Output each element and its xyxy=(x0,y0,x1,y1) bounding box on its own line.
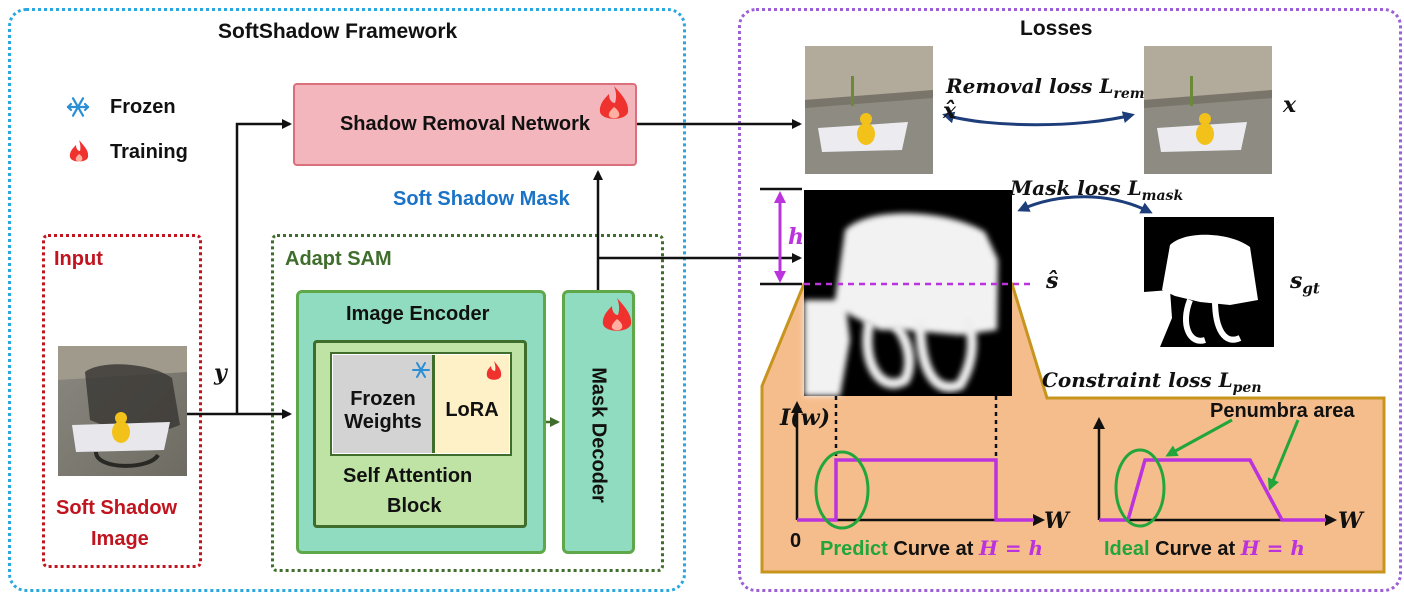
constraint-loss-subscript: pen xyxy=(1232,380,1262,396)
shadow-removal-network-label: Shadow Removal Network xyxy=(339,113,591,135)
ideal-word: Ideal xyxy=(1104,538,1150,560)
right-caption-math: H = h xyxy=(1240,536,1305,560)
s-hat-label: ŝ xyxy=(1046,268,1059,294)
s-gt-subscript: gt xyxy=(1302,279,1320,298)
frozen-weights-snowflake-icon xyxy=(412,362,430,378)
left-plot-caption: Predict Curve at H = h xyxy=(820,536,1043,561)
adapt-sam-title: Adapt SAM xyxy=(285,248,392,270)
frozen-weights-box: Frozen Weights xyxy=(333,355,433,453)
removal-loss-label: Removal loss Lrem xyxy=(946,74,1145,102)
losses-panel xyxy=(738,8,1402,592)
left-plot-y-label: I(w) xyxy=(780,405,831,431)
constraint-loss-symbol: L xyxy=(1218,368,1233,392)
h-measure-label: h xyxy=(788,224,804,250)
mask-loss-label: Mask loss Lmask xyxy=(1010,176,1183,204)
ideal-edge-marker xyxy=(1114,448,1166,528)
predict-curve xyxy=(797,458,1034,522)
right-plot-caption: Ideal Curve at H = h xyxy=(1104,536,1305,561)
predict-edge-marker xyxy=(814,450,870,530)
penumbra-arrow-left xyxy=(1165,418,1233,457)
lora-label: LoRA xyxy=(445,398,499,421)
removal-loss-symbol: L xyxy=(1099,74,1114,98)
snowflake-icon xyxy=(66,97,90,117)
input-title: Input xyxy=(54,248,103,270)
shadow-removal-network-box: Shadow Removal Network xyxy=(293,83,637,166)
framework-title: SoftShadow Framework xyxy=(218,20,458,43)
legend-frozen-label: Frozen xyxy=(110,96,176,118)
legend-training-label: Training xyxy=(110,141,188,163)
lora-divider xyxy=(432,355,435,453)
left-plot-x-label: W xyxy=(1044,508,1069,534)
self-attention-line1: Self Attention xyxy=(343,465,473,487)
frozen-weights-line2: Weights xyxy=(344,411,422,433)
input-y-label: y xyxy=(214,360,227,386)
predict-word: Predict xyxy=(820,538,888,560)
lora-fire-icon xyxy=(486,361,502,380)
x-hat-label: x̂ xyxy=(943,98,957,124)
input-caption-line1: Soft Shadow xyxy=(56,497,178,519)
removal-loss-text: Removal loss xyxy=(946,74,1100,98)
x-label: x xyxy=(1283,92,1297,118)
penumbra-arrow-right xyxy=(1267,419,1300,491)
ideal-curve xyxy=(1099,458,1326,522)
input-caption-line2: Image xyxy=(91,528,149,550)
left-caption-rest: Curve at xyxy=(887,538,979,560)
soft-shadow-mask-label: Soft Shadow Mask xyxy=(393,188,570,210)
adapt-sam-panel xyxy=(271,234,664,572)
removal-fire-icon xyxy=(599,86,629,119)
image-encoder-label: Image Encoder xyxy=(346,303,490,325)
mask-loss-symbol: L xyxy=(1127,176,1142,200)
losses-title: Losses xyxy=(1020,17,1093,40)
penumbra-area-label: Penumbra area xyxy=(1210,400,1355,422)
constraint-loss-label: Constraint loss Lpen xyxy=(1042,368,1262,396)
s-gt-label: sgt xyxy=(1290,268,1320,297)
right-plot-x-label: W xyxy=(1338,508,1363,534)
mask-decoder-box xyxy=(562,290,635,554)
self-attention-line2: Block xyxy=(387,495,442,517)
input-panel xyxy=(42,234,202,568)
removal-loss-subscript: rem xyxy=(1113,86,1145,102)
left-caption-math: H = h xyxy=(978,536,1044,560)
constraint-loss-text: Constraint loss xyxy=(1042,368,1219,392)
decoder-fire-icon xyxy=(602,298,632,331)
frozen-weights-line1: Frozen xyxy=(350,388,416,410)
fire-icon xyxy=(69,140,89,162)
right-caption-rest: Curve at xyxy=(1149,538,1241,560)
mask-loss-text: Mask loss xyxy=(1010,176,1128,200)
softshadow-framework-panel xyxy=(8,8,686,592)
s-gt-symbol: s xyxy=(1290,268,1303,294)
left-plot-origin: 0 xyxy=(790,530,802,552)
mask-loss-subscript: mask xyxy=(1141,188,1184,204)
